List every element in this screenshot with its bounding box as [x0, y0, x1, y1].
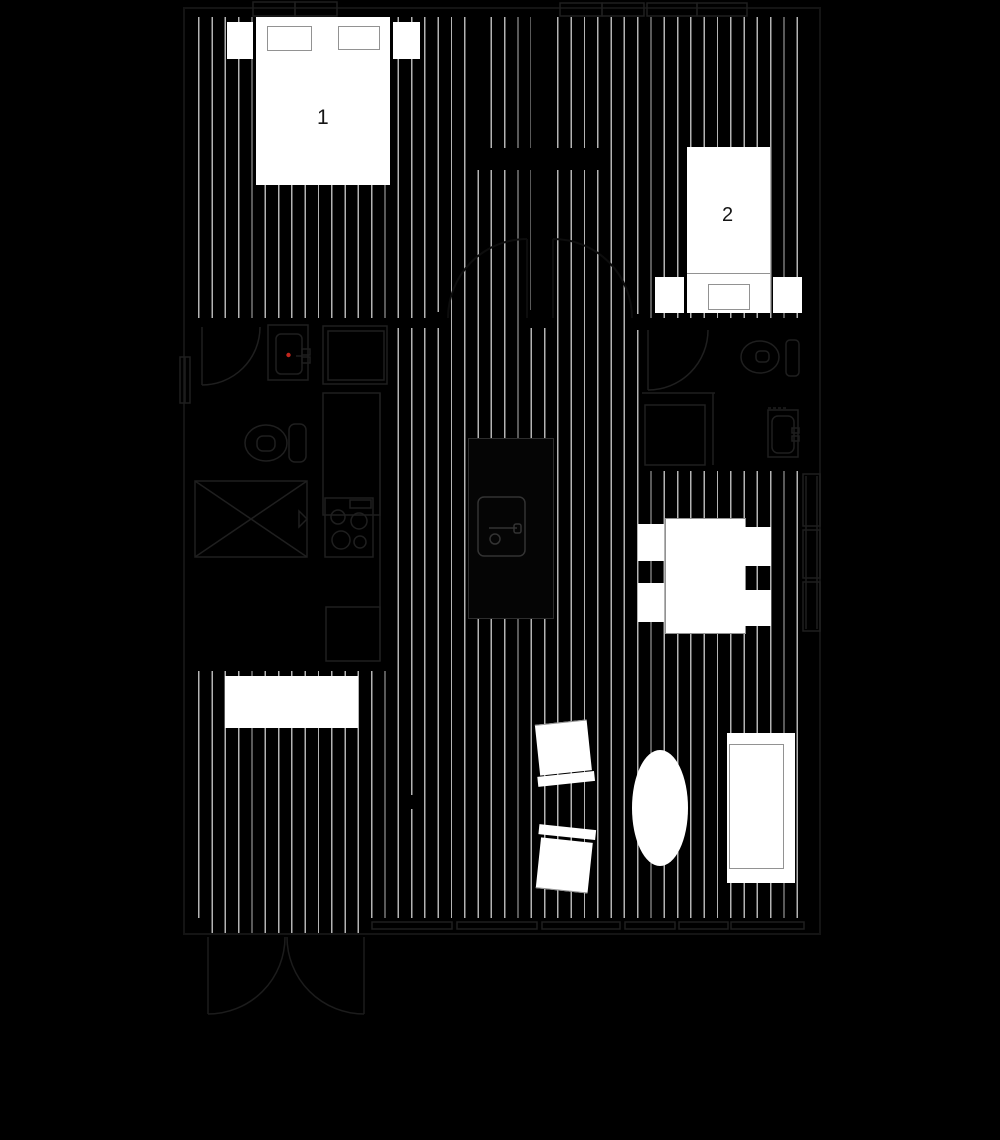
- shower-2: [642, 392, 715, 466]
- washer-shower-box: [194, 480, 309, 558]
- kitchen-counter-upper: [322, 392, 381, 516]
- center-post-foot: [524, 310, 557, 320]
- hall-door-right-arc: [552, 238, 633, 319]
- west-room-door-notch: [410, 795, 416, 809]
- hall-door-left-arc: [447, 238, 528, 319]
- outer-wall-boundary: [183, 7, 821, 935]
- nightstand-1-left: [227, 22, 253, 59]
- toilet-1: [244, 423, 307, 463]
- kitchen-cabinet-lower: [325, 606, 381, 662]
- bedroom-2-label: 2: [722, 204, 734, 226]
- bathroom-1-vanity: [267, 324, 311, 381]
- toilet-2: [740, 339, 800, 377]
- vanity-red-marker: [286, 352, 291, 358]
- nightstand-1-right: [393, 22, 420, 59]
- sofa-seat-outline: [729, 744, 784, 869]
- bed-1-pillow-left: [267, 26, 312, 51]
- dining-table: [665, 518, 746, 634]
- bathroom-1: [194, 324, 311, 558]
- bed-1: 1: [256, 17, 390, 185]
- bed-1-pillow-right: [338, 26, 380, 50]
- bed-2-pillow: [708, 284, 750, 310]
- dining-chair-top-left: [638, 524, 664, 561]
- hall-wall-stub-east: [633, 314, 650, 330]
- dining-chair-top-right: [745, 527, 771, 566]
- bathroom-2-door-arc: [647, 329, 709, 391]
- console: [225, 676, 358, 728]
- sofa: [727, 733, 795, 883]
- hall-double-doors: [447, 238, 633, 319]
- bathroom-1-door-arc: [201, 326, 261, 386]
- bottom-wall-windows: [371, 921, 805, 930]
- island-sink: [477, 496, 526, 557]
- bathroom-2: [642, 329, 800, 466]
- entry-door-right-arc: [286, 936, 365, 1015]
- hall-wall-stub-west: [430, 312, 448, 328]
- bedroom-1-label: 1: [317, 106, 329, 129]
- top-wall-windows: [252, 1, 748, 17]
- dining-chair-bottom-right: [745, 590, 771, 626]
- refrigerator: [322, 325, 388, 385]
- hall-threshold-left: [448, 318, 527, 328]
- nightstand-2-right: [773, 277, 802, 313]
- closet-wall-left: [477, 17, 483, 148]
- bed-2: 2: [687, 147, 770, 273]
- dining-chair-bottom-left: [638, 583, 664, 622]
- entry-door-left-arc: [207, 936, 286, 1015]
- left-wall-window: [179, 356, 191, 404]
- bathroom-2-vanity: [767, 407, 800, 458]
- entry-threshold: [207, 918, 365, 935]
- kitchen: [322, 325, 526, 662]
- closet-header-wall: [473, 148, 606, 170]
- cooktop: [324, 497, 374, 558]
- entry-french-doors: [207, 936, 365, 1015]
- bed-2-pillow-band: [687, 273, 770, 313]
- closet-wall-right: [600, 17, 606, 148]
- nightstand-2-left: [655, 277, 684, 313]
- coffee-table: [632, 750, 688, 866]
- storage-cabinets: [802, 473, 821, 632]
- hall-threshold-right: [553, 318, 633, 328]
